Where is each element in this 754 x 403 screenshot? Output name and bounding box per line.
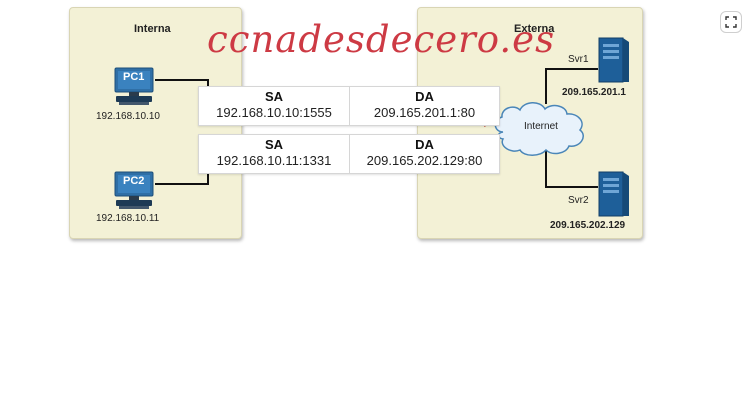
sa-value: 192.168.10.10:1555 [216,105,332,120]
svr1-server-tower-icon [598,37,629,83]
sa-header: SA [264,137,284,152]
da-value: 209.165.201.1:80 [373,105,476,120]
pc1-label: PC1 [123,71,145,83]
sa-value: 192.168.10.11:1331 [216,153,332,168]
svr2-server-tower-icon [598,171,629,217]
svr1-ip: 209.165.201.1 [562,87,626,98]
svr2-label: Svr2 [568,195,589,206]
external-zone-title: Externa [514,23,555,35]
source-address-cell: SA 192.168.10.10:1555 [199,87,349,125]
cloud-icon [494,102,584,156]
pc1-desktop-pc-icon [114,67,154,105]
translation-row-2: SA 192.168.10.11:1331 DA 209.165.202.129… [198,134,500,174]
translation-row-1: SA 192.168.10.10:1555 DA 209.165.201.1:8… [198,86,500,126]
pc1-ip: 192.168.10.10 [96,111,160,122]
da-value: 209.165.202.129:80 [366,153,483,168]
pc2-desktop-pc-icon [114,171,154,209]
svr2-ip: 209.165.202.129 [550,220,626,231]
internal-zone-title: Interna [134,23,171,35]
destination-address-cell: DA 209.165.202.129:80 [349,135,499,173]
expand-button[interactable] [720,11,742,33]
watermark: ccnadesdecero.es [207,18,556,61]
destination-address-cell: DA 209.165.201.1:80 [349,87,499,125]
expand-icon [725,16,737,28]
da-header: DA [415,89,434,104]
svr1-label: Svr1 [568,54,589,65]
source-address-cell: SA 192.168.10.11:1331 [199,135,349,173]
cloud-label: Internet [524,121,558,132]
pc2-label: PC2 [123,175,145,187]
svr1-link [545,68,598,104]
sa-header: SA [264,89,284,104]
pc2-ip: 192.168.10.11 [96,213,160,224]
svr2-link [545,150,598,188]
da-header: DA [415,137,434,152]
